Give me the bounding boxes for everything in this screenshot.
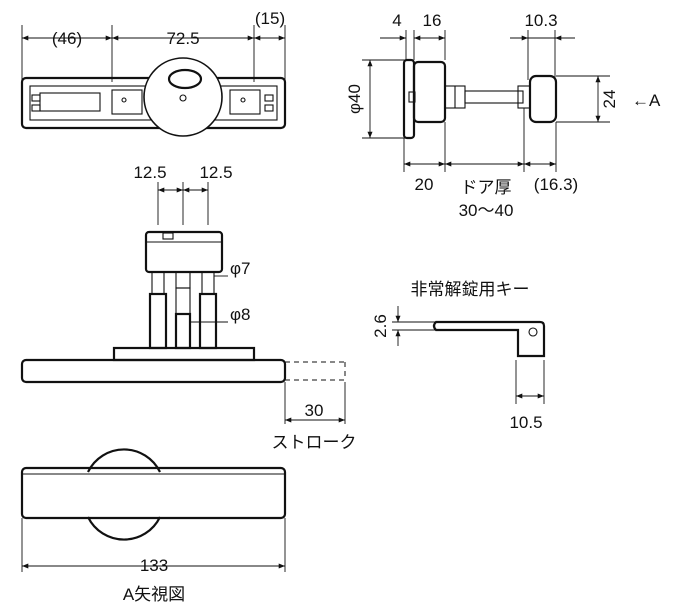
top-knob bbox=[143, 57, 223, 137]
side-view: 4 16 10.3 φ40 24 ←A 20 ドア厚 30〜40 (16.3) bbox=[345, 11, 661, 220]
key-shape bbox=[432, 320, 546, 358]
dim-phi8-label: φ8 bbox=[230, 305, 250, 324]
top-view: (46) 72.5 (15) bbox=[20, 9, 287, 137]
side-knob bbox=[528, 74, 558, 124]
dim-15-label: (15) bbox=[255, 9, 285, 28]
door-thickness-range: 30〜40 bbox=[459, 201, 514, 220]
dim-2-6-label: 2.6 bbox=[371, 314, 390, 338]
front-head bbox=[144, 230, 224, 274]
side-body bbox=[412, 60, 447, 124]
stroke-label: ストローク bbox=[272, 433, 357, 452]
dim-30-label: 30 bbox=[305, 401, 324, 420]
dim-phi7-label: φ7 bbox=[230, 259, 250, 278]
a-view-caption: A矢視図 bbox=[123, 585, 185, 604]
dim-20-label: 20 bbox=[415, 175, 434, 194]
a-view-plate bbox=[20, 466, 287, 520]
key-view: 非常解錠用キー 2.6 10.5 bbox=[371, 280, 546, 432]
dim-phi40-label: φ40 bbox=[345, 84, 364, 114]
dim-12-5-right-label: 12.5 bbox=[199, 163, 232, 182]
dim-16-3-label: (16.3) bbox=[534, 175, 578, 194]
dim-72-5-label: 72.5 bbox=[166, 29, 199, 48]
a-view-knob-bottom bbox=[87, 516, 161, 541]
dim-24-label: 24 bbox=[600, 90, 619, 109]
dim-16-label: 16 bbox=[423, 11, 442, 30]
arrow-a-label: ←A bbox=[632, 91, 661, 110]
front-base-plate bbox=[20, 358, 287, 384]
door-thickness-label: ドア厚 bbox=[461, 178, 512, 197]
a-view: 133 A矢視図 bbox=[20, 448, 287, 604]
dim-10-5-label: 10.5 bbox=[509, 413, 542, 432]
dim-46-label: (46) bbox=[52, 29, 82, 48]
key-title: 非常解錠用キー bbox=[411, 280, 530, 299]
dim-133-label: 133 bbox=[140, 556, 168, 575]
front-view: 12.5 12.5 φ7 φ8 30 ストローク bbox=[20, 163, 357, 452]
dim-12-5-left-label: 12.5 bbox=[133, 163, 166, 182]
a-view-knob-top bbox=[87, 448, 161, 473]
dim-10-3-label: 10.3 bbox=[524, 11, 557, 30]
dim-4-label: 4 bbox=[392, 11, 401, 30]
